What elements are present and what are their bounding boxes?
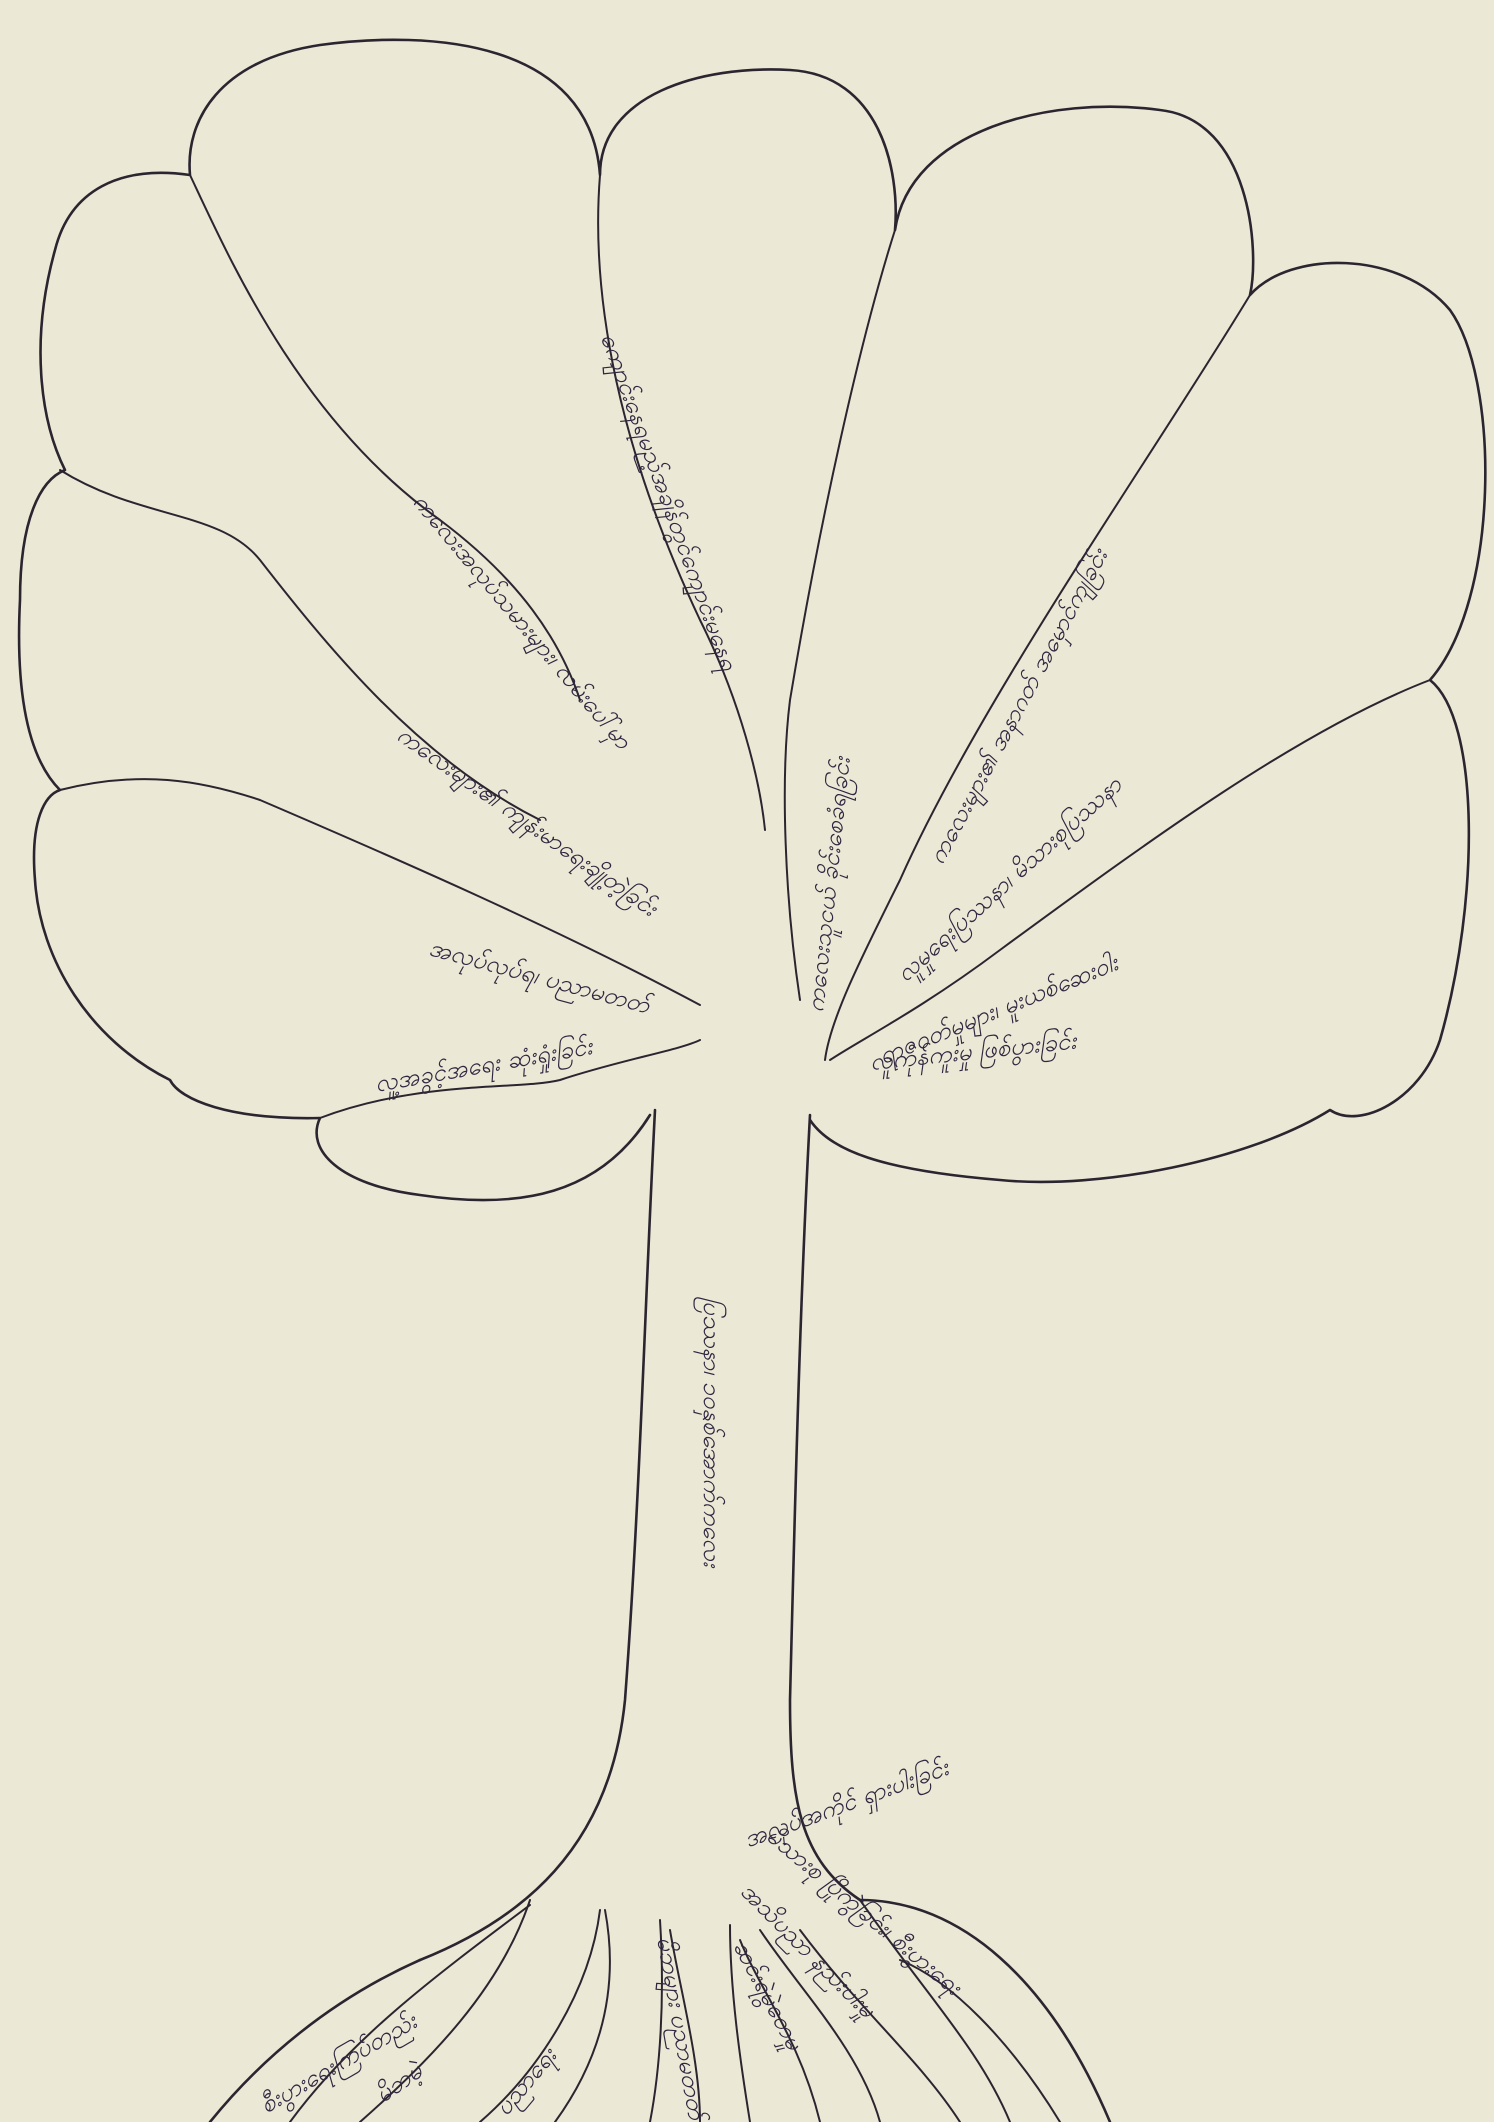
trunk-left-edge [420,1110,655,1960]
canopy-left-outline [19,40,1485,1200]
root-outline [900,1960,1060,2122]
trunk-label: ပြဿနာ၊ ၁၀နှစ်အောက်ကလေး [700,1297,724,1567]
trunk-right-edge [790,1115,860,1900]
root-outline [555,1910,610,2122]
root-outline [480,1910,600,2122]
lobe-divider [830,680,1430,1060]
